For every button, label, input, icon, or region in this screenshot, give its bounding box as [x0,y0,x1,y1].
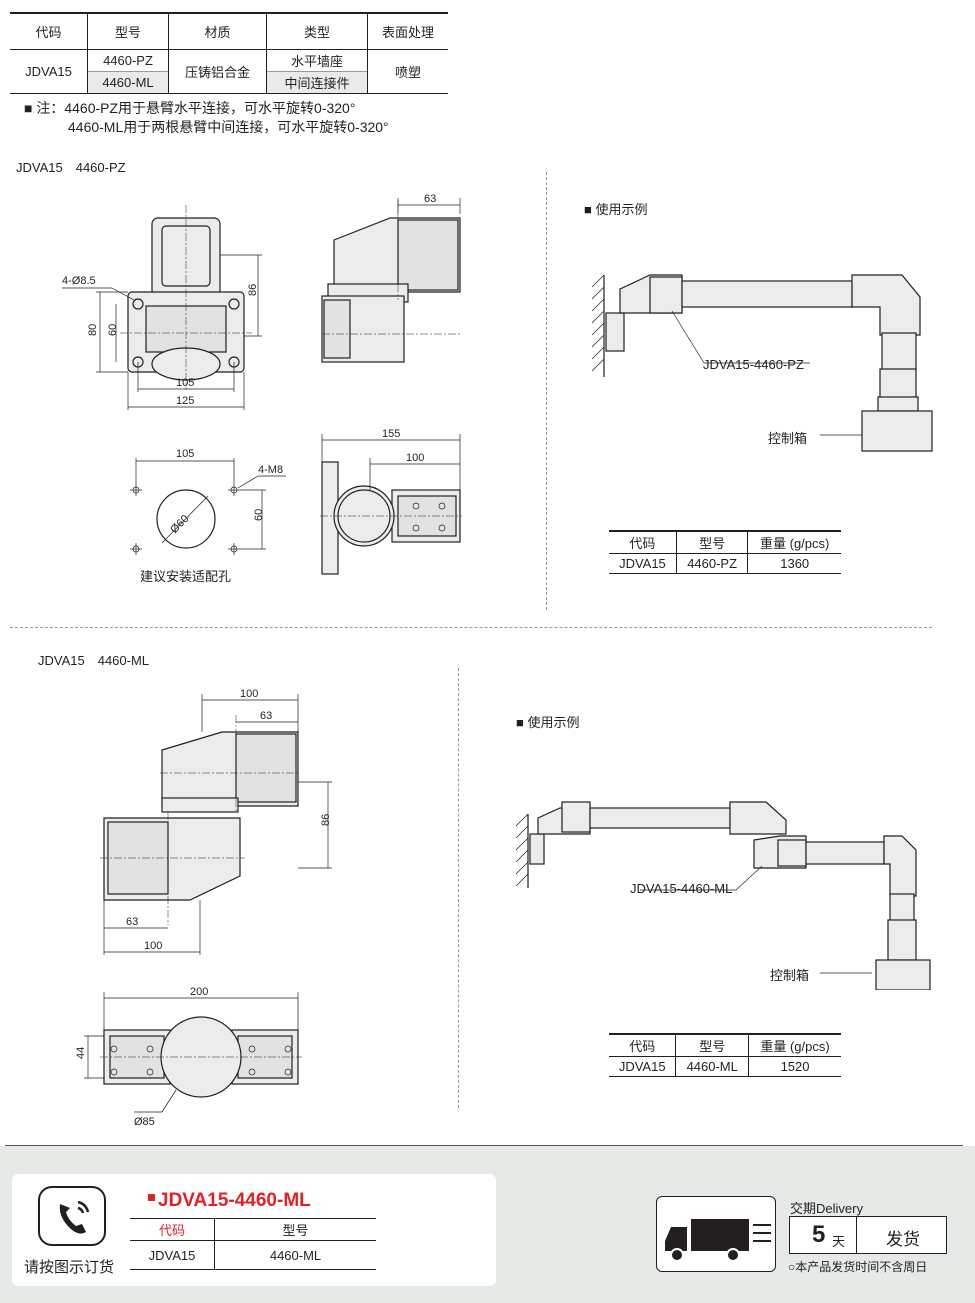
footer-header-code: 代码 [158,1223,185,1238]
ml-dim-63b: 63 [126,916,138,928]
spec-header-surface: 表面处理 [367,13,448,49]
pz-example-drawing [591,274,933,452]
ml-dim-44: 44 [75,1047,87,1059]
spec-header-type: 类型 [266,13,368,49]
pz-dim-105: 105 [176,377,194,389]
pz-drawings: 4-Ø8.5 86 80 60 105 125 63 1 [62,193,462,575]
product-code: JDVA15-4460-ML [158,1190,311,1211]
footer-model: 4460-ML [214,1240,376,1270]
product-code-marker-icon [148,1194,155,1201]
ml-weight-value: 1520 [748,1056,841,1077]
ml-dim-phi85: Ø85 [134,1116,155,1128]
ml-dim-100b: 100 [144,940,162,952]
spec-header-code: 代码 [35,24,62,40]
pz-dim-m8: 4-M8 [258,464,283,476]
ml-dim-200: 200 [190,986,208,998]
divider-v-bottom [458,668,459,1108]
divider-footer [5,1145,963,1146]
spec-code: JDVA15 [10,49,88,94]
spec-type-wall: 水平墙座 [266,49,368,71]
pz-front-view [62,205,262,410]
pz-weight-header-weight: 重量 (g/pcs) [747,530,841,554]
phone-icon [38,1186,106,1246]
ml-weight-header-model: 型号 [675,1033,749,1057]
pz-mount-holes [130,458,286,555]
pz-mount-label: 建议安装适配孔 [140,569,232,584]
ml-drawings: 100 63 86 63 100 200 44 Ø85 [75,688,332,1128]
truck-icon [656,1196,776,1272]
footer: 请按图示订货 JDVA15-4460-ML 代码 型号 JDVA15 4460-… [0,1146,975,1303]
delivery-day-unit: 天 [832,1234,846,1249]
pz-dim-125: 125 [176,395,194,407]
pz-weight-header-model: 型号 [675,530,748,554]
spec-header-material: 材质 [168,13,267,49]
spec-table: 代码 型号 材质 类型 表面处理 JDVA15 4460-PZ 压铸铝合金 水平… [10,12,448,94]
ml-dim-63a: 63 [260,710,272,722]
pz-weight-code: JDVA15 [609,553,677,574]
pz-weight-header-code: 代码 [609,530,677,554]
spec-surface: 喷塑 [367,49,448,94]
ml-weight-code: JDVA15 [609,1056,676,1077]
pz-dim-80: 80 [87,324,99,336]
footer-order-table: 代码 型号 JDVA15 4460-ML [130,1218,376,1270]
ml-weight-header-weight: 重量 (g/pcs) [748,1033,841,1057]
pz-dim-100: 100 [406,452,424,464]
pz-side-view [321,198,461,363]
ml-dim-86: 86 [320,814,332,826]
footer-header-model: 型号 [214,1218,376,1241]
delivery-note: ○本产品发货时间不含周日 [788,1260,928,1274]
delivery-box: 5 天 发货 [789,1216,947,1254]
ml-top-view [84,992,302,1113]
footer-code: JDVA15 [148,1247,196,1263]
ml-example-callout: JDVA15-4460-ML [630,881,733,896]
pz-dim-hole: 4-Ø8.5 [62,275,96,287]
pz-top-view [320,434,462,575]
section-ml-title: JDVA15 4460-ML [38,653,150,668]
divider-h-middle [10,627,932,628]
pz-weight-model: 4460-PZ [675,553,748,574]
pz-weight-value: 1360 [747,553,841,574]
spec-material: 压铸铝合金 [168,49,267,94]
pz-dim-60: 60 [107,324,119,336]
pz-example-callout: JDVA15-4460-PZ [703,357,804,372]
spec-header-model: 型号 [87,13,169,49]
pz-dim-m105: 105 [176,448,194,460]
spec-model-pz: 4460-PZ [87,49,169,71]
ml-control-box-label: 控制箱 [770,968,810,983]
delivery-label: 交期Delivery [790,1201,863,1216]
note-line-2: 4460-ML用于两根悬臂中间连接，可水平旋转0-320° [68,119,389,135]
pz-example-title: ■ 使用示例 [584,202,648,217]
ml-weight-header-code: 代码 [609,1033,676,1057]
pz-control-box-label: 控制箱 [768,431,808,446]
ml-example-drawing [515,801,931,990]
ml-dim-100a: 100 [240,688,258,700]
order-box: 请按图示订货 JDVA15-4460-ML 代码 型号 JDVA15 4460-… [12,1174,496,1286]
delivery-ship: 发货 [886,1230,920,1249]
pz-dim-m60: 60 [253,509,265,521]
ml-weight-table: 代码 型号 重量 (g/pcs) JDVA15 4460-ML 1520 [609,1033,841,1077]
spec-model-ml: 4460-ML [87,70,169,93]
ml-weight-model: 4460-ML [675,1056,749,1077]
note-line-1: ■ 注：4460-PZ用于悬臂水平连接，可水平旋转0-320° [24,100,356,116]
ml-example-title: ■ 使用示例 [516,715,580,730]
section-pz-title: JDVA15 4460-PZ [16,160,126,175]
spec-type-mid: 中间连接件 [266,70,368,93]
pz-weight-table: 代码 型号 重量 (g/pcs) JDVA15 4460-PZ 1360 [609,530,841,574]
pz-dim-63: 63 [424,193,436,205]
pz-dim-86: 86 [247,284,259,296]
divider-v-top [546,172,547,610]
ml-side-view [100,694,332,955]
pz-dim-155: 155 [382,428,400,440]
delivery-divider [856,1217,857,1253]
delivery-days: 5 [812,1221,826,1248]
order-label: 请按图示订货 [24,1259,115,1276]
